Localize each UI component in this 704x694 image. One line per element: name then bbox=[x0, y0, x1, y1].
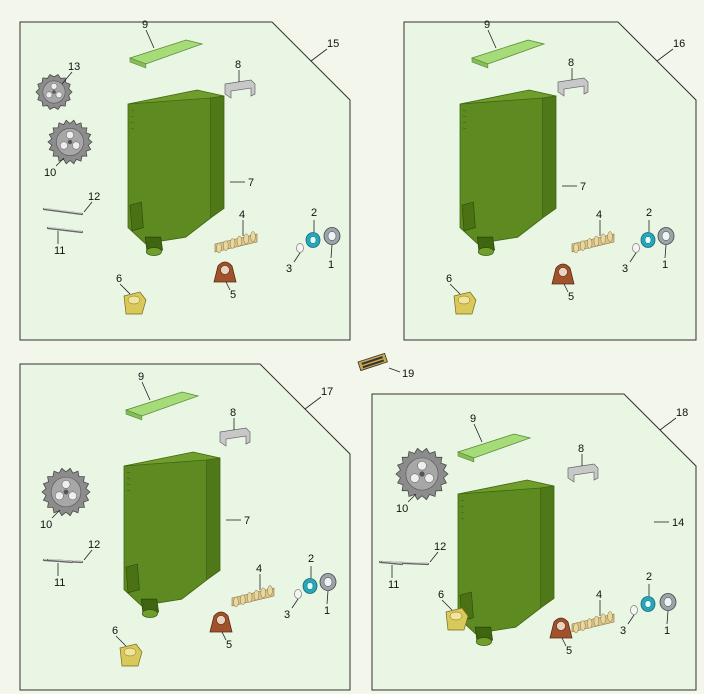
part-6-cap bbox=[453, 291, 477, 315]
callout-4: 4 bbox=[596, 209, 602, 221]
part-3-washer bbox=[296, 243, 304, 253]
part-11-pin bbox=[46, 558, 74, 564]
part-4-spring bbox=[571, 231, 615, 254]
callout-9: 9 bbox=[470, 413, 476, 425]
callout-13: 13 bbox=[68, 61, 80, 73]
callout-14: 14 bbox=[672, 517, 684, 529]
callout-11: 11 bbox=[54, 245, 65, 257]
part-10-gear bbox=[395, 447, 449, 501]
part-1-nut bbox=[319, 573, 337, 591]
callout-7: 7 bbox=[248, 177, 254, 189]
part-6-cap bbox=[123, 291, 147, 315]
part-7-tank bbox=[123, 451, 221, 618]
callout-9: 9 bbox=[484, 19, 490, 31]
callout-8: 8 bbox=[235, 59, 241, 71]
part-7-tank bbox=[459, 89, 557, 256]
callout-2: 2 bbox=[646, 571, 652, 583]
panel-number: 15 bbox=[327, 38, 339, 50]
callout-4: 4 bbox=[256, 563, 262, 575]
callout-10: 10 bbox=[40, 519, 52, 531]
panel-number: 16 bbox=[673, 38, 685, 50]
part-2-ring bbox=[305, 232, 321, 248]
part-1-nut bbox=[657, 227, 675, 245]
callout-5: 5 bbox=[226, 639, 232, 651]
part-5-seal bbox=[213, 261, 237, 283]
part-4-spring bbox=[214, 231, 258, 254]
callout-10: 10 bbox=[396, 503, 408, 515]
part-2-ring bbox=[640, 232, 656, 248]
part-9-lid bbox=[470, 39, 546, 69]
panel-15: 15 9 8 7 4 5 6 3 2 1 13 10 12 11 bbox=[19, 19, 351, 341]
part-12-pin bbox=[42, 207, 84, 216]
part-11-pin bbox=[380, 560, 404, 566]
part-5-seal bbox=[551, 263, 575, 285]
part-5-seal bbox=[209, 611, 233, 633]
callout-5: 5 bbox=[566, 645, 572, 657]
part-9-lid bbox=[456, 433, 532, 463]
callout-9: 9 bbox=[142, 19, 148, 31]
callout-4: 4 bbox=[239, 209, 245, 221]
part-8-bracket bbox=[557, 77, 589, 97]
part-9-lid bbox=[128, 39, 204, 69]
callout-3: 3 bbox=[286, 263, 292, 275]
callout-7: 7 bbox=[244, 515, 250, 527]
callout-5: 5 bbox=[230, 289, 236, 301]
part-3-washer bbox=[630, 605, 638, 615]
callout-2: 2 bbox=[311, 207, 317, 219]
callout-6: 6 bbox=[112, 625, 118, 637]
callout-2: 2 bbox=[646, 207, 652, 219]
part-6-cap bbox=[445, 607, 469, 631]
callout-9: 9 bbox=[138, 371, 144, 383]
callout-19: 19 bbox=[402, 368, 414, 380]
part-7-tank bbox=[127, 89, 225, 256]
callout-1: 1 bbox=[664, 625, 670, 637]
part-10-gear bbox=[47, 119, 93, 165]
part-19-strip: 19 bbox=[357, 352, 414, 380]
callout-10: 10 bbox=[44, 167, 56, 179]
callout-1: 1 bbox=[662, 259, 668, 271]
part-11-pin bbox=[46, 226, 84, 234]
part-3-washer bbox=[294, 589, 302, 599]
panel-18: 18 9 8 14 4 5 6 3 2 1 10 12 11 bbox=[371, 393, 697, 691]
part-8-bracket bbox=[224, 79, 256, 99]
part-6-cap bbox=[119, 643, 143, 667]
callout-8: 8 bbox=[230, 407, 236, 419]
callout-11: 11 bbox=[388, 579, 399, 591]
part-9-lid bbox=[124, 391, 200, 421]
callout-6: 6 bbox=[438, 589, 444, 601]
panel-number: 18 bbox=[676, 407, 688, 419]
panel-number: 17 bbox=[321, 386, 333, 398]
callout-1: 1 bbox=[328, 259, 334, 271]
part-4-spring bbox=[231, 585, 275, 608]
part-5-seal bbox=[549, 617, 573, 639]
part-4-spring bbox=[571, 611, 615, 634]
panel-17: 17 9 8 7 4 5 6 3 2 1 10 12 11 bbox=[19, 363, 351, 691]
callout-2: 2 bbox=[308, 553, 314, 565]
callout-8: 8 bbox=[568, 57, 574, 69]
part-1-nut bbox=[323, 227, 341, 245]
callout-5: 5 bbox=[568, 291, 574, 303]
callout-7: 7 bbox=[580, 181, 586, 193]
callout-6: 6 bbox=[446, 273, 452, 285]
callout-3: 3 bbox=[284, 609, 290, 621]
part-8-bracket bbox=[219, 427, 251, 447]
part-10-gear bbox=[41, 467, 91, 517]
callout-3: 3 bbox=[620, 625, 626, 637]
callout-12: 12 bbox=[434, 541, 446, 553]
part-3-washer bbox=[632, 243, 640, 253]
part-2-ring bbox=[302, 578, 318, 594]
part-2-ring bbox=[640, 596, 656, 612]
callout-12: 12 bbox=[88, 539, 100, 551]
callout-4: 4 bbox=[596, 589, 602, 601]
callout-1: 1 bbox=[324, 605, 330, 617]
callout-8: 8 bbox=[578, 443, 584, 455]
part-1-nut bbox=[659, 593, 677, 611]
panel-16: 16 9 8 7 4 5 6 3 2 1 bbox=[403, 19, 697, 341]
callout-12: 12 bbox=[88, 191, 100, 203]
callout-11: 11 bbox=[54, 577, 65, 589]
part-8-bracket bbox=[567, 463, 599, 483]
callout-6: 6 bbox=[116, 273, 122, 285]
callout-3: 3 bbox=[622, 263, 628, 275]
